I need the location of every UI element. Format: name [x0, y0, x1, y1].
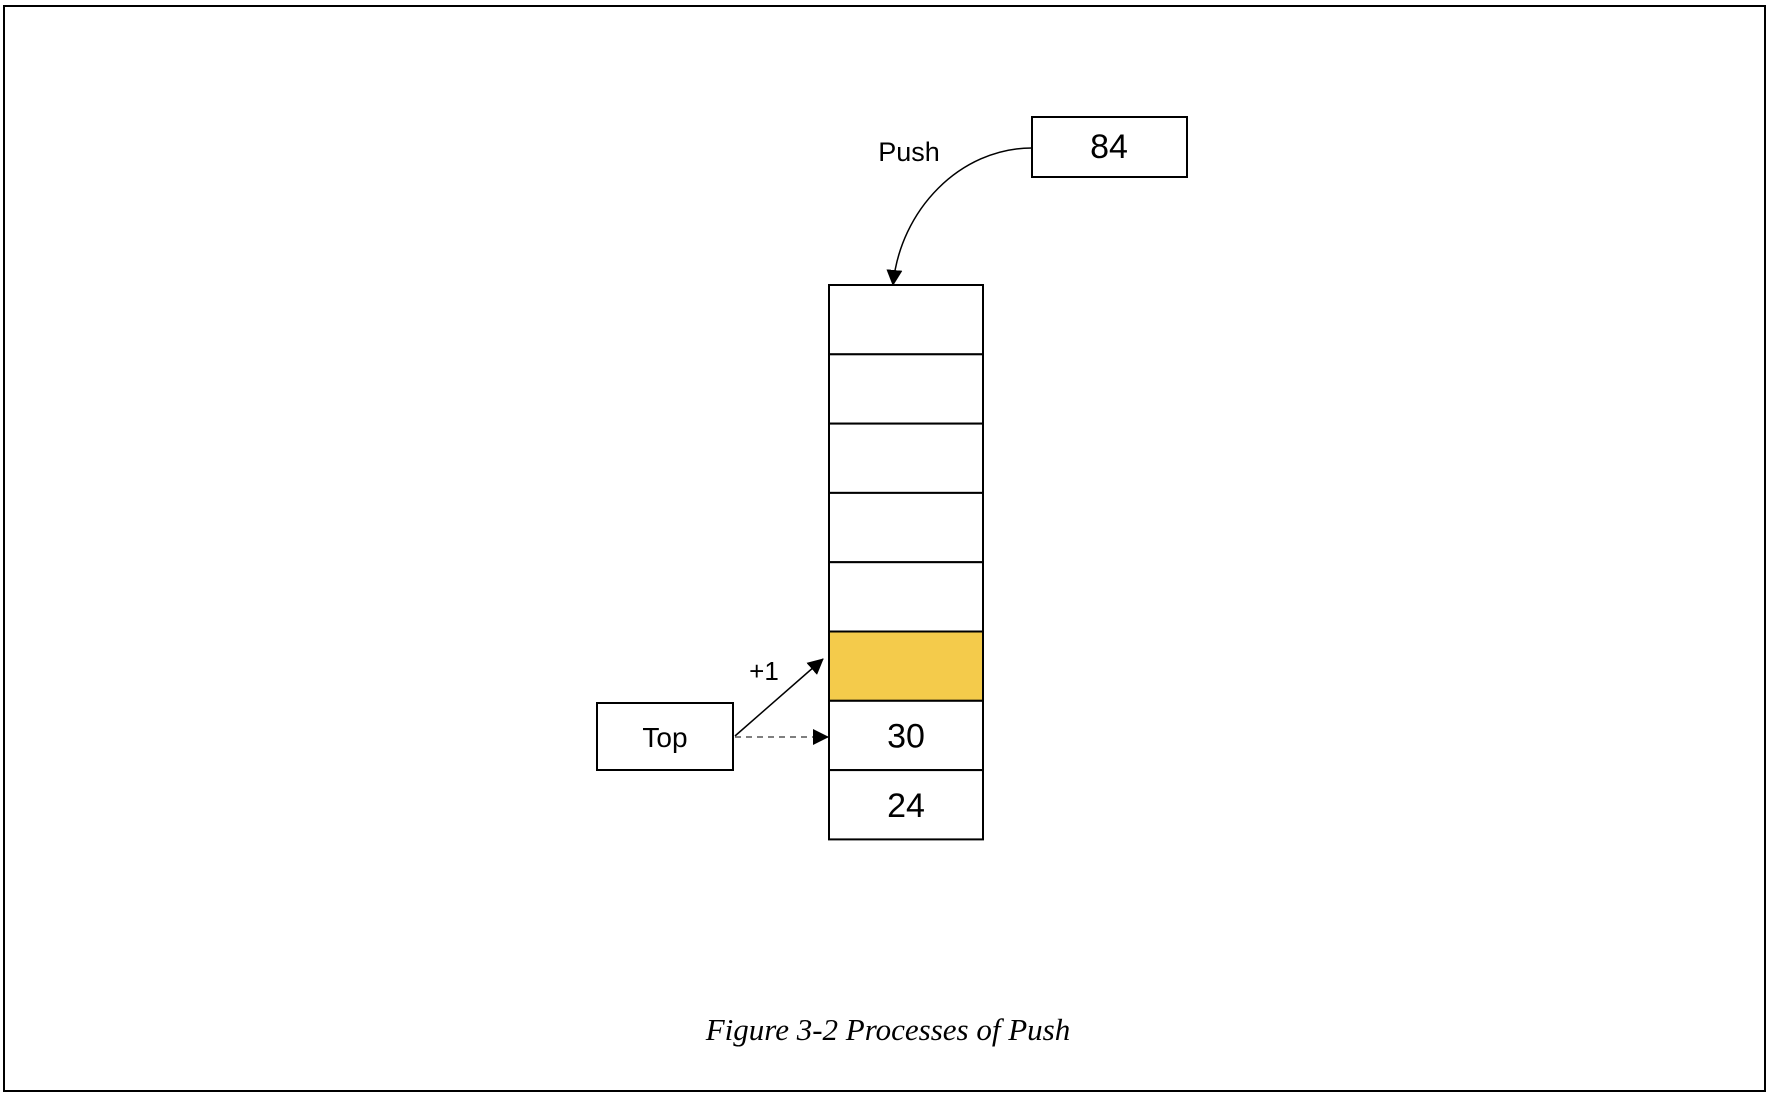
stack-cell: [828, 422, 984, 494]
top-box-label: Top: [642, 722, 687, 753]
push-arrow: [886, 147, 1033, 286]
stack: 30 24: [828, 284, 984, 841]
stack-cell: [828, 699, 984, 772]
stack-cell: [828, 284, 984, 356]
stack-cell: [828, 561, 984, 633]
push-label: Push: [878, 137, 940, 167]
increment-arrow: [734, 658, 824, 737]
top-box: Top: [596, 702, 734, 771]
stack-cell: [828, 491, 984, 564]
stack-cell: [828, 353, 984, 425]
stack-cell: [828, 769, 984, 841]
value-box-label: 84: [1090, 128, 1128, 166]
increment-label: +1: [749, 656, 779, 686]
stack-cell-value: 24: [887, 787, 925, 825]
stack-cell-value: 30: [887, 717, 925, 755]
value-box: 84: [1031, 116, 1188, 178]
stack-cell-highlighted: [828, 630, 984, 702]
figure-caption: Figure 3-2 Processes of Push: [705, 1012, 1071, 1047]
